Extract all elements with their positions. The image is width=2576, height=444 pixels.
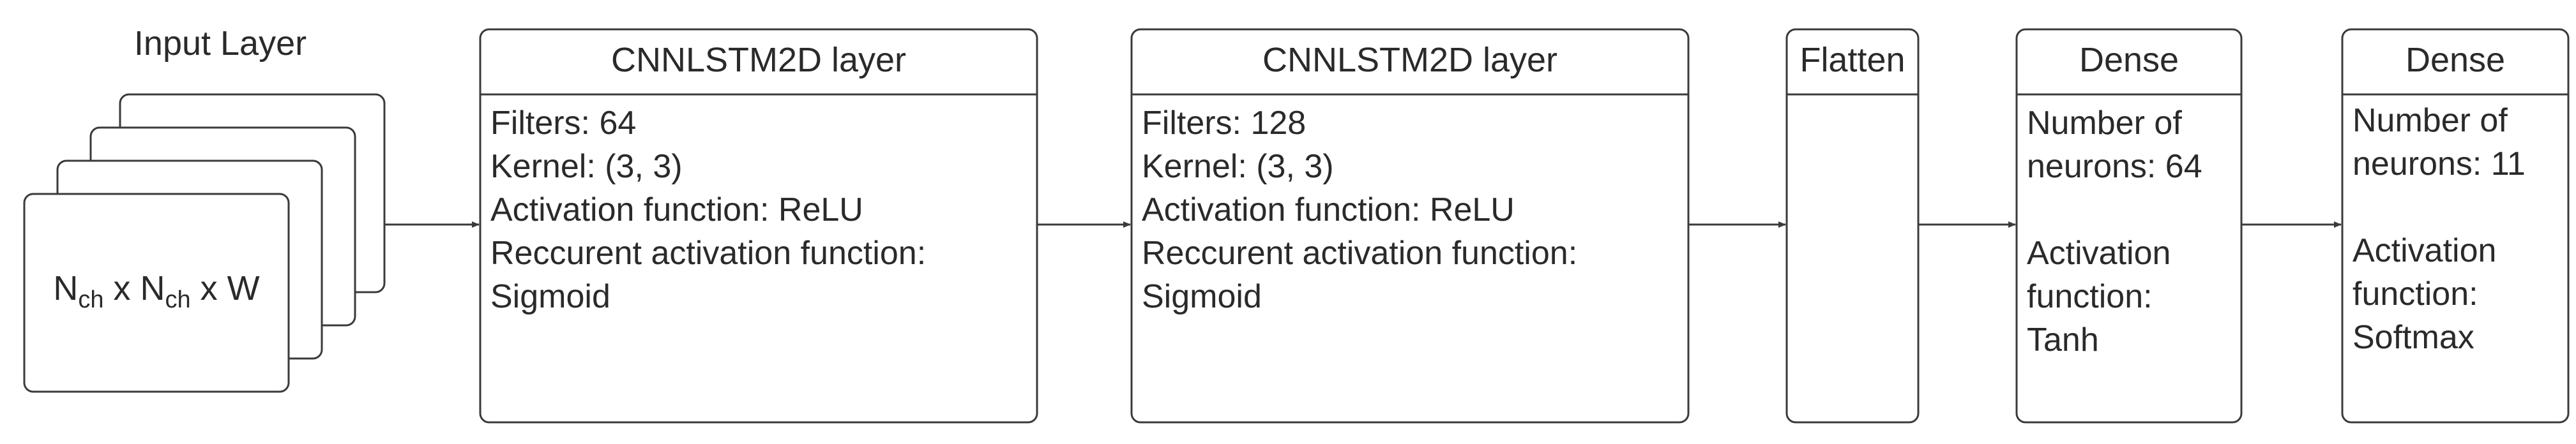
block-dense-1-line-2: neurons: 64 bbox=[2027, 148, 2202, 185]
block-cnnlstm2d-1: CNNLSTM2D layer Filters: 64 Kernel: (3, … bbox=[479, 28, 1038, 424]
block-flatten: Flatten bbox=[1785, 28, 1920, 424]
block-cnnlstm2d-2: CNNLSTM2D layer Filters: 128 Kernel: (3,… bbox=[1130, 28, 1690, 424]
block-dense-2-box bbox=[2341, 28, 2570, 424]
block-cnnlstm2d-1-line-2: Kernel: (3, 3) bbox=[490, 148, 683, 185]
block-dense-2-line-4: function: bbox=[2352, 276, 2478, 313]
input-sheet-1 bbox=[23, 193, 290, 393]
block-dense-1-line-1: Number of bbox=[2027, 105, 2182, 142]
block-dense-1-title: Dense bbox=[2079, 41, 2179, 79]
block-dense-2-title: Dense bbox=[2406, 41, 2505, 79]
block-cnnlstm2d-2-line-5: Sigmoid bbox=[1142, 278, 1262, 315]
block-dense-1-line-4: function: bbox=[2027, 278, 2153, 315]
block-dense-2: Dense Number of neurons: 11 Activation f… bbox=[2341, 28, 2570, 424]
input-layer-title: Input Layer bbox=[134, 24, 307, 63]
block-cnnlstm2d-1-line-4: Reccurent activation function: bbox=[490, 235, 926, 272]
block-cnnlstm2d-1-line-1: Filters: 64 bbox=[490, 105, 636, 142]
block-dense-1-line-5: Tanh bbox=[2027, 322, 2099, 359]
block-cnnlstm2d-1-box bbox=[479, 28, 1038, 424]
block-dense-1: Dense Number of neurons: 64 Activation f… bbox=[2015, 28, 2243, 424]
block-dense-2-line-5: Softmax bbox=[2352, 319, 2474, 356]
block-dense-2-line-3: Activation bbox=[2352, 232, 2496, 269]
block-cnnlstm2d-2-box bbox=[1130, 28, 1690, 424]
block-cnnlstm2d-1-line-5: Sigmoid bbox=[490, 278, 610, 315]
block-cnnlstm2d-2-line-1: Filters: 128 bbox=[1142, 105, 1306, 142]
block-dense-2-line-2: neurons: 11 bbox=[2352, 145, 2526, 182]
block-cnnlstm2d-2-line-4: Reccurent activation function: bbox=[1142, 235, 1577, 272]
block-flatten-title: Flatten bbox=[1799, 41, 1905, 79]
block-cnnlstm2d-2-line-2: Kernel: (3, 3) bbox=[1142, 148, 1334, 185]
block-cnnlstm2d-2-title: CNNLSTM2D layer bbox=[1262, 41, 1557, 79]
block-cnnlstm2d-1-line-3: Activation function: ReLU bbox=[490, 191, 863, 228]
input-dimensions: Nch x Nch x W bbox=[53, 269, 259, 313]
block-dense-1-line-3: Activation bbox=[2027, 235, 2171, 272]
input-stack bbox=[23, 93, 386, 393]
block-cnnlstm2d-1-title: CNNLSTM2D layer bbox=[611, 41, 906, 79]
block-dense-1-box bbox=[2015, 28, 2243, 424]
block-flatten-box bbox=[1785, 28, 1920, 424]
block-dense-2-line-1: Number of bbox=[2352, 102, 2508, 139]
block-cnnlstm2d-2-line-3: Activation function: ReLU bbox=[1142, 191, 1515, 228]
